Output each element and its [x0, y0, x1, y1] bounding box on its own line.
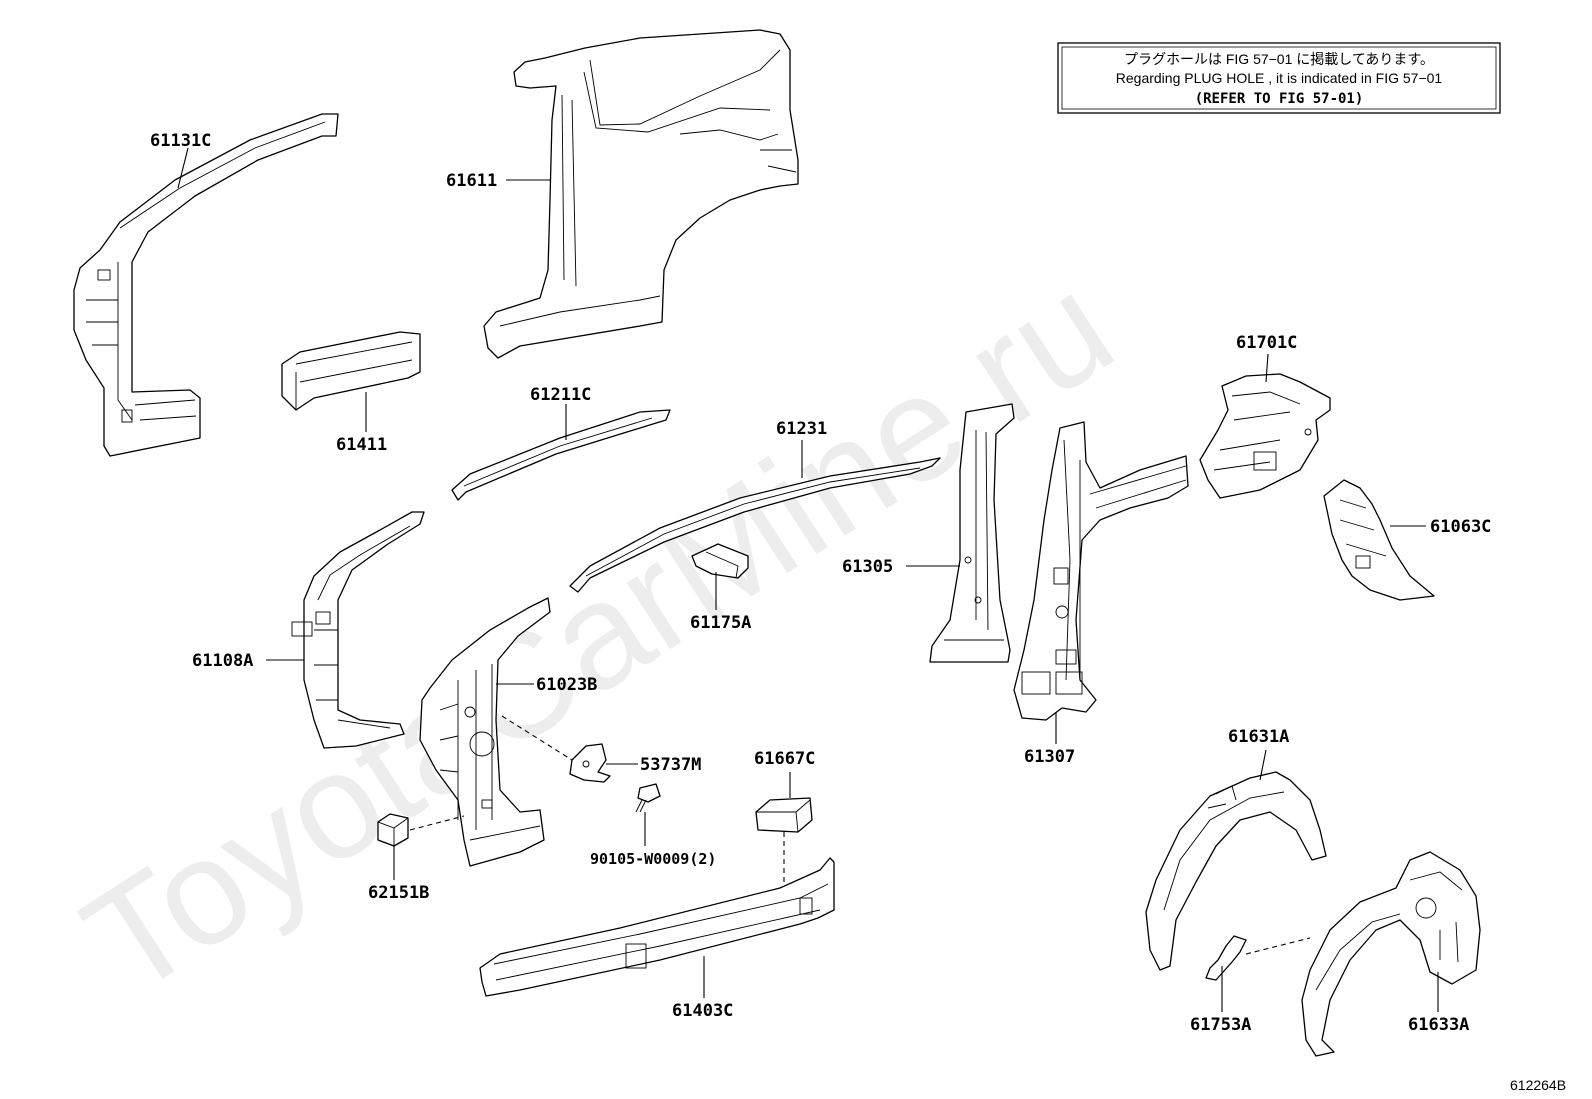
figure-code: 612264B [1510, 1077, 1566, 1093]
label-90105-W0009[interactable]: 90105-W0009(2) [590, 850, 716, 868]
part-61403C[interactable] [479, 857, 835, 997]
label-61305[interactable]: 61305 [842, 557, 893, 577]
part-61411[interactable] [281, 331, 421, 411]
note-line-3: (REFER TO FIG 57-01) [1195, 91, 1364, 107]
part-61611[interactable] [483, 29, 799, 359]
label-61131C[interactable]: 61131C [150, 131, 211, 151]
leader-lines [177, 147, 1439, 1012]
label-61231[interactable]: 61231 [776, 419, 827, 439]
part-61231[interactable] [569, 457, 941, 593]
part-62151B[interactable] [377, 813, 409, 847]
reference-note: プラグホールは FIG 57−01 に掲載してあります。 Regarding P… [1057, 42, 1501, 114]
label-53737M[interactable]: 53737M [640, 755, 701, 775]
part-61175A[interactable] [691, 543, 749, 579]
label-61411[interactable]: 61411 [336, 435, 387, 455]
label-61701C[interactable]: 61701C [1236, 333, 1297, 353]
label-61611[interactable]: 61611 [446, 171, 497, 191]
label-61108A[interactable]: 61108A [192, 651, 253, 671]
part-90105-bolt[interactable] [635, 783, 661, 813]
part-61063C[interactable] [1323, 479, 1435, 601]
part-61667C[interactable] [755, 797, 813, 833]
label-61631A[interactable]: 61631A [1228, 727, 1289, 747]
assembly-lines [409, 715, 1311, 955]
part-53737M[interactable] [569, 743, 611, 783]
label-62151B[interactable]: 62151B [368, 883, 429, 903]
label-61063C[interactable]: 61063C [1430, 517, 1491, 537]
note-line-1: プラグホールは FIG 57−01 に掲載してあります。 [1124, 51, 1434, 67]
part-61631A[interactable] [1145, 771, 1327, 971]
part-61211C[interactable] [451, 409, 671, 501]
label-61175A[interactable]: 61175A [690, 613, 751, 633]
label-61403C[interactable]: 61403C [672, 1001, 733, 1021]
part-61305[interactable] [929, 403, 1015, 663]
label-61211C[interactable]: 61211C [530, 385, 591, 405]
part-61108A[interactable] [291, 511, 425, 749]
label-61667C[interactable]: 61667C [754, 749, 815, 769]
note-line-2: Regarding PLUG HOLE , it is indicated in… [1116, 70, 1443, 86]
part-61753A[interactable] [1205, 935, 1247, 981]
part-61633A[interactable] [1301, 851, 1481, 1057]
label-61023B[interactable]: 61023B [536, 675, 597, 695]
part-61131C[interactable] [73, 113, 339, 457]
label-61753A[interactable]: 61753A [1190, 1015, 1251, 1035]
label-61633A[interactable]: 61633A [1408, 1015, 1469, 1035]
label-61307[interactable]: 61307 [1024, 747, 1075, 767]
part-labels: 61131C 61611 61411 61211C 61231 61108A 6… [150, 131, 1491, 1035]
part-61023B[interactable] [419, 597, 551, 867]
part-61701C[interactable] [1199, 373, 1331, 499]
part-61307[interactable] [1013, 421, 1189, 721]
